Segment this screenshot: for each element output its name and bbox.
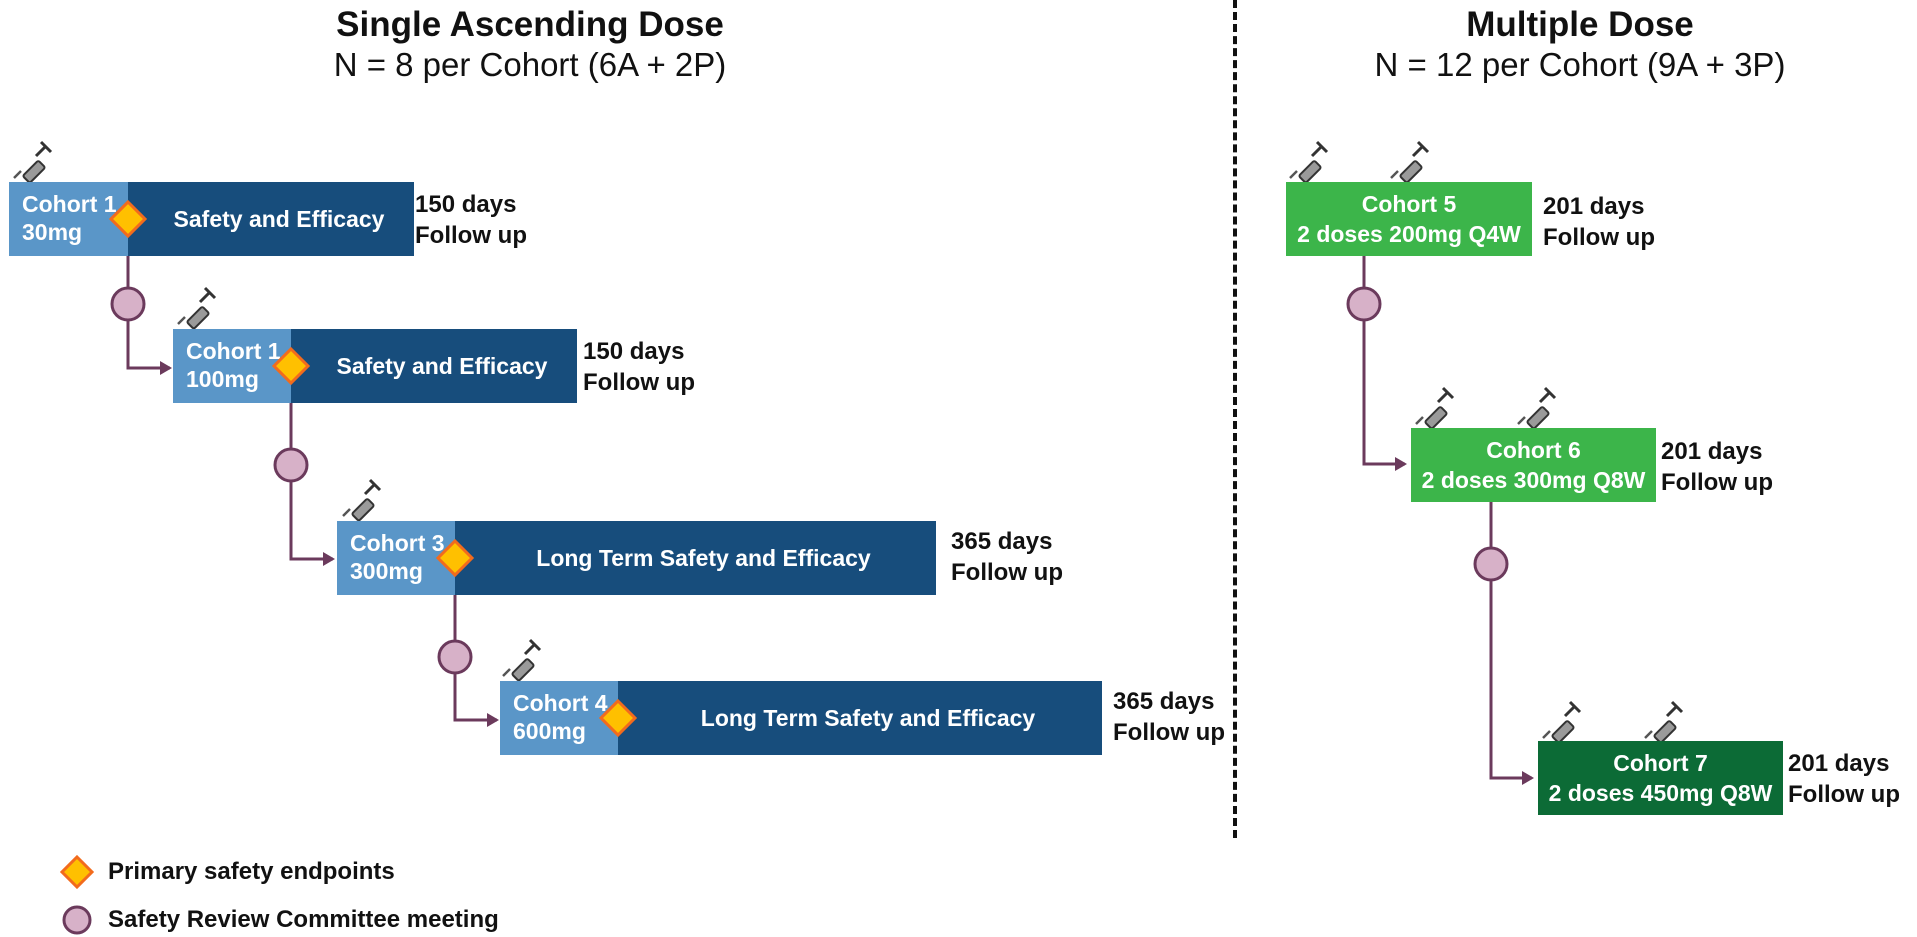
cohort-label: Cohort 4 600mg <box>500 681 618 755</box>
md-follow-up-3: 201 days Follow up <box>1788 748 1900 810</box>
syringe-icon <box>1389 140 1430 185</box>
sad-cohort-bar-1: Cohort 1 30mg Safety and Efficacy <box>9 182 414 256</box>
cohort-name: Cohort 6 <box>1486 437 1581 463</box>
md-follow-up-1: 201 days Follow up <box>1543 191 1655 253</box>
follow-label: Follow up <box>951 559 1063 586</box>
circle-marker-icon <box>62 905 92 935</box>
md-title: Multiple Dose <box>1466 5 1694 44</box>
follow-label: Follow up <box>1113 719 1225 746</box>
review-circle-2 <box>273 447 309 483</box>
syringe-icon <box>1288 140 1329 185</box>
section-divider <box>1233 0 1237 838</box>
cohort-regimen: 2 doses 200mg Q4W <box>1297 221 1521 247</box>
follow-label: Follow up <box>415 222 527 249</box>
md-connector-2 <box>1489 502 1534 785</box>
follow-days: 365 days <box>951 528 1053 555</box>
syringe-icon <box>341 478 382 523</box>
sad-cohort-bar-4: Cohort 4 600mg Long Term Safety and Effi… <box>500 681 1102 755</box>
legend-circle-label: Safety Review Committee meeting <box>108 906 499 933</box>
sad-title: Single Ascending Dose <box>336 5 724 44</box>
sad-connector-2 <box>289 402 335 566</box>
md-cohort-bar-2: Cohort 6 2 doses 300mg Q8W <box>1411 428 1656 502</box>
follow-days: 150 days <box>583 338 685 365</box>
cohort-regimen: 2 doses 300mg Q8W <box>1421 467 1646 493</box>
cohort-name: Cohort 5 <box>1361 191 1457 217</box>
follow-days: 201 days <box>1788 750 1890 777</box>
cohort-name: Cohort 1 <box>186 338 281 364</box>
md-title-block: Multiple Dose N = 12 per Cohort (9A + 3P… <box>1360 5 1800 85</box>
md-subtitle: N = 12 per Cohort (9A + 3P) <box>1374 46 1786 83</box>
syringe-icon <box>1516 386 1557 431</box>
sad-follow-up-4: 365 days Follow up <box>1113 686 1225 748</box>
cohort-dose: 300mg <box>350 558 423 584</box>
syringe-icon <box>176 286 217 331</box>
sad-follow-up-1: 150 days Follow up <box>415 189 527 251</box>
md-follow-up-2: 201 days Follow up <box>1661 436 1773 498</box>
legend-circle-row: Safety Review Committee meeting <box>60 903 499 937</box>
cohort-label: Cohort 3 300mg <box>337 521 455 595</box>
follow-label: Follow up <box>1788 781 1900 808</box>
legend-diamond-label: Primary safety endpoints <box>108 858 395 885</box>
syringe-icon <box>501 638 542 683</box>
follow-days: 201 days <box>1661 438 1763 465</box>
sad-follow-up-2: 150 days Follow up <box>583 336 695 398</box>
review-circle-4 <box>1346 286 1382 322</box>
follow-days: 201 days <box>1543 193 1645 220</box>
phase-label: Long Term Safety and Efficacy <box>618 681 1102 755</box>
md-connector-1 <box>1362 256 1407 471</box>
follow-days: 150 days <box>415 191 517 218</box>
md-cohort-bar-3: Cohort 7 2 doses 450mg Q8W <box>1538 741 1783 815</box>
sad-subtitle: N = 8 per Cohort (6A + 2P) <box>333 46 727 83</box>
syringe-icon <box>1541 700 1582 745</box>
cohort-dose: 600mg <box>513 718 586 744</box>
sad-cohort-bar-2: Cohort 1 100mg Safety and Efficacy <box>173 329 577 403</box>
syringe-icon <box>12 140 53 185</box>
sad-follow-up-3: 365 days Follow up <box>951 526 1063 588</box>
cohort-label: Cohort 1 100mg <box>173 329 291 403</box>
review-circle-5 <box>1473 546 1509 582</box>
legend-diamond-row: Primary safety endpoints <box>60 855 395 889</box>
sad-connector-3 <box>453 594 499 727</box>
cohort-name: Cohort 1 <box>22 191 117 217</box>
follow-label: Follow up <box>1661 469 1773 496</box>
cohort-regimen: 2 doses 450mg Q8W <box>1548 780 1773 806</box>
review-circle-1 <box>110 286 146 322</box>
syringe-icon <box>1643 700 1684 745</box>
cohort-name: Cohort 4 <box>513 690 608 716</box>
cohort-name: Cohort 3 <box>350 530 445 556</box>
cohort-label: Cohort 1 30mg <box>9 182 128 256</box>
sad-cohort-bar-3: Cohort 3 300mg Long Term Safety and Effi… <box>337 521 936 595</box>
phase-label: Safety and Efficacy <box>291 329 577 403</box>
phase-label: Long Term Safety and Efficacy <box>455 521 936 595</box>
phase-label: Safety and Efficacy <box>128 182 414 256</box>
md-cohort-bar-1: Cohort 5 2 doses 200mg Q4W <box>1286 182 1532 256</box>
diamond-marker-icon <box>60 855 94 889</box>
follow-label: Follow up <box>583 369 695 396</box>
follow-label: Follow up <box>1543 224 1655 251</box>
syringe-icon <box>1414 386 1455 431</box>
cohort-name: Cohort 7 <box>1613 750 1708 776</box>
sad-title-block: Single Ascending Dose N = 8 per Cohort (… <box>330 5 730 85</box>
cohort-dose: 100mg <box>186 366 259 392</box>
review-circle-3 <box>437 639 473 675</box>
cohort-dose: 30mg <box>22 219 83 245</box>
follow-days: 365 days <box>1113 688 1215 715</box>
